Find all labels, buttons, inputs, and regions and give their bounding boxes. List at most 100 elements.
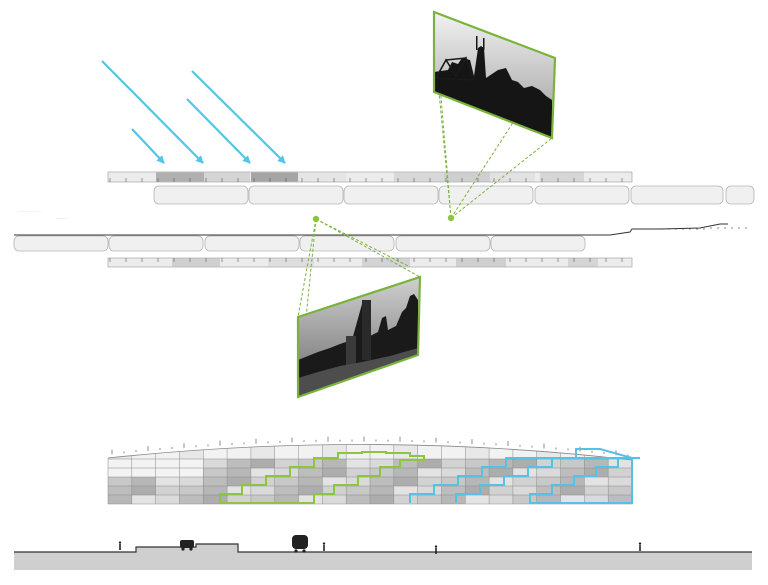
grid-cell — [608, 468, 632, 477]
pattern-blue-path — [409, 457, 632, 503]
section-dot — [696, 228, 698, 230]
roof-cell — [512, 449, 537, 459]
person-figure-icon — [119, 544, 121, 550]
grid-cell — [489, 477, 513, 486]
grid-cell — [393, 486, 418, 495]
section-line-dots — [661, 227, 747, 230]
section-dot — [689, 228, 691, 230]
grid-cell — [346, 486, 370, 495]
grid-cell — [155, 486, 180, 495]
section-dot — [745, 227, 747, 229]
top-strip-base — [107, 171, 633, 183]
grid-cell — [155, 468, 180, 477]
grid-cell — [584, 495, 609, 504]
grid-cell — [131, 459, 156, 468]
grid-cell — [108, 477, 132, 486]
top-strip — [107, 171, 633, 183]
grid-cell — [417, 477, 442, 486]
photo-bottom-foreground — [298, 348, 418, 397]
section-dot — [731, 227, 733, 229]
grid-cell — [536, 477, 561, 486]
grid-cell — [227, 459, 251, 468]
grid-cell — [584, 477, 609, 486]
grid-cell — [465, 495, 490, 504]
section-dot — [661, 228, 663, 230]
pattern-blue-path — [455, 448, 633, 503]
grid-cell — [346, 459, 370, 468]
grid-cell — [512, 486, 537, 495]
grid-cell — [608, 459, 632, 468]
grid-cell — [417, 495, 442, 504]
grid-cell — [441, 486, 466, 495]
grid-cell — [298, 468, 323, 477]
roof-cell — [441, 445, 466, 459]
strip-cell — [394, 172, 444, 182]
facade-panel — [630, 185, 724, 205]
grid-cell — [370, 459, 394, 468]
grid-cell — [227, 495, 251, 504]
elevation-roof-curve — [107, 444, 633, 461]
grid-cell — [608, 495, 632, 504]
roof-cell — [298, 444, 323, 459]
grid-cell — [227, 477, 251, 486]
grid-cell — [465, 477, 490, 486]
grid-cell — [512, 477, 537, 486]
facade-panel — [490, 235, 586, 252]
grid-cell — [274, 495, 299, 504]
grid-cell — [322, 495, 347, 504]
left-note-2: ·· ·· ··· ·· — [56, 216, 67, 220]
strip-cell — [444, 172, 490, 182]
facade-panel — [13, 235, 109, 252]
facade-panel — [248, 185, 344, 205]
roof-cell — [227, 447, 251, 459]
pattern-blue-path — [529, 457, 640, 504]
grid-cell — [131, 477, 156, 486]
facade-panel — [204, 235, 300, 252]
grid-cell — [608, 477, 632, 486]
sun-ray-arrow-icon — [131, 128, 165, 164]
grid-cell — [179, 495, 204, 504]
photo-top-bridge — [435, 56, 475, 81]
grid-cell — [274, 468, 299, 477]
facade-panel — [438, 185, 534, 205]
grid-cell — [489, 495, 513, 504]
grid-cell — [370, 477, 394, 486]
pattern-green-path — [219, 451, 425, 504]
grid-cell — [489, 459, 513, 468]
person-figure-icon — [434, 545, 438, 548]
grid-cell — [536, 486, 561, 495]
person-figure-icon — [322, 542, 326, 545]
ground-line — [14, 543, 752, 553]
sun-ray-arrow-icon — [101, 60, 204, 164]
grid-cell — [274, 459, 299, 468]
grid-cell — [465, 459, 490, 468]
left-note-1: · · ··· ·· · ·· ··· ·· · — [18, 209, 41, 213]
elevation — [107, 436, 640, 505]
person-figure-icon — [323, 545, 325, 551]
grid-cell — [512, 495, 537, 504]
strip-cell — [172, 258, 220, 267]
facade-panel — [153, 185, 249, 205]
roof-cell — [465, 446, 490, 459]
grid-cell — [203, 468, 228, 477]
facade-panel — [343, 185, 439, 205]
strip-cell — [251, 172, 298, 182]
vehicle-icon — [180, 540, 194, 551]
section-dot — [724, 227, 726, 229]
section-dot — [703, 228, 705, 230]
facade-panel — [108, 235, 204, 252]
grid-cell — [560, 468, 585, 477]
photo-top-skyline — [434, 36, 552, 138]
roof-cell — [322, 444, 347, 459]
grid-cell — [393, 477, 418, 486]
grid-cell — [203, 459, 228, 468]
section-dot — [710, 227, 712, 229]
strip-cell — [268, 258, 314, 267]
facade-panel — [534, 185, 630, 205]
person-figure-icon — [638, 542, 642, 545]
grid-cell — [441, 495, 466, 504]
grid-cell — [298, 459, 323, 468]
grid-cell — [108, 495, 132, 504]
